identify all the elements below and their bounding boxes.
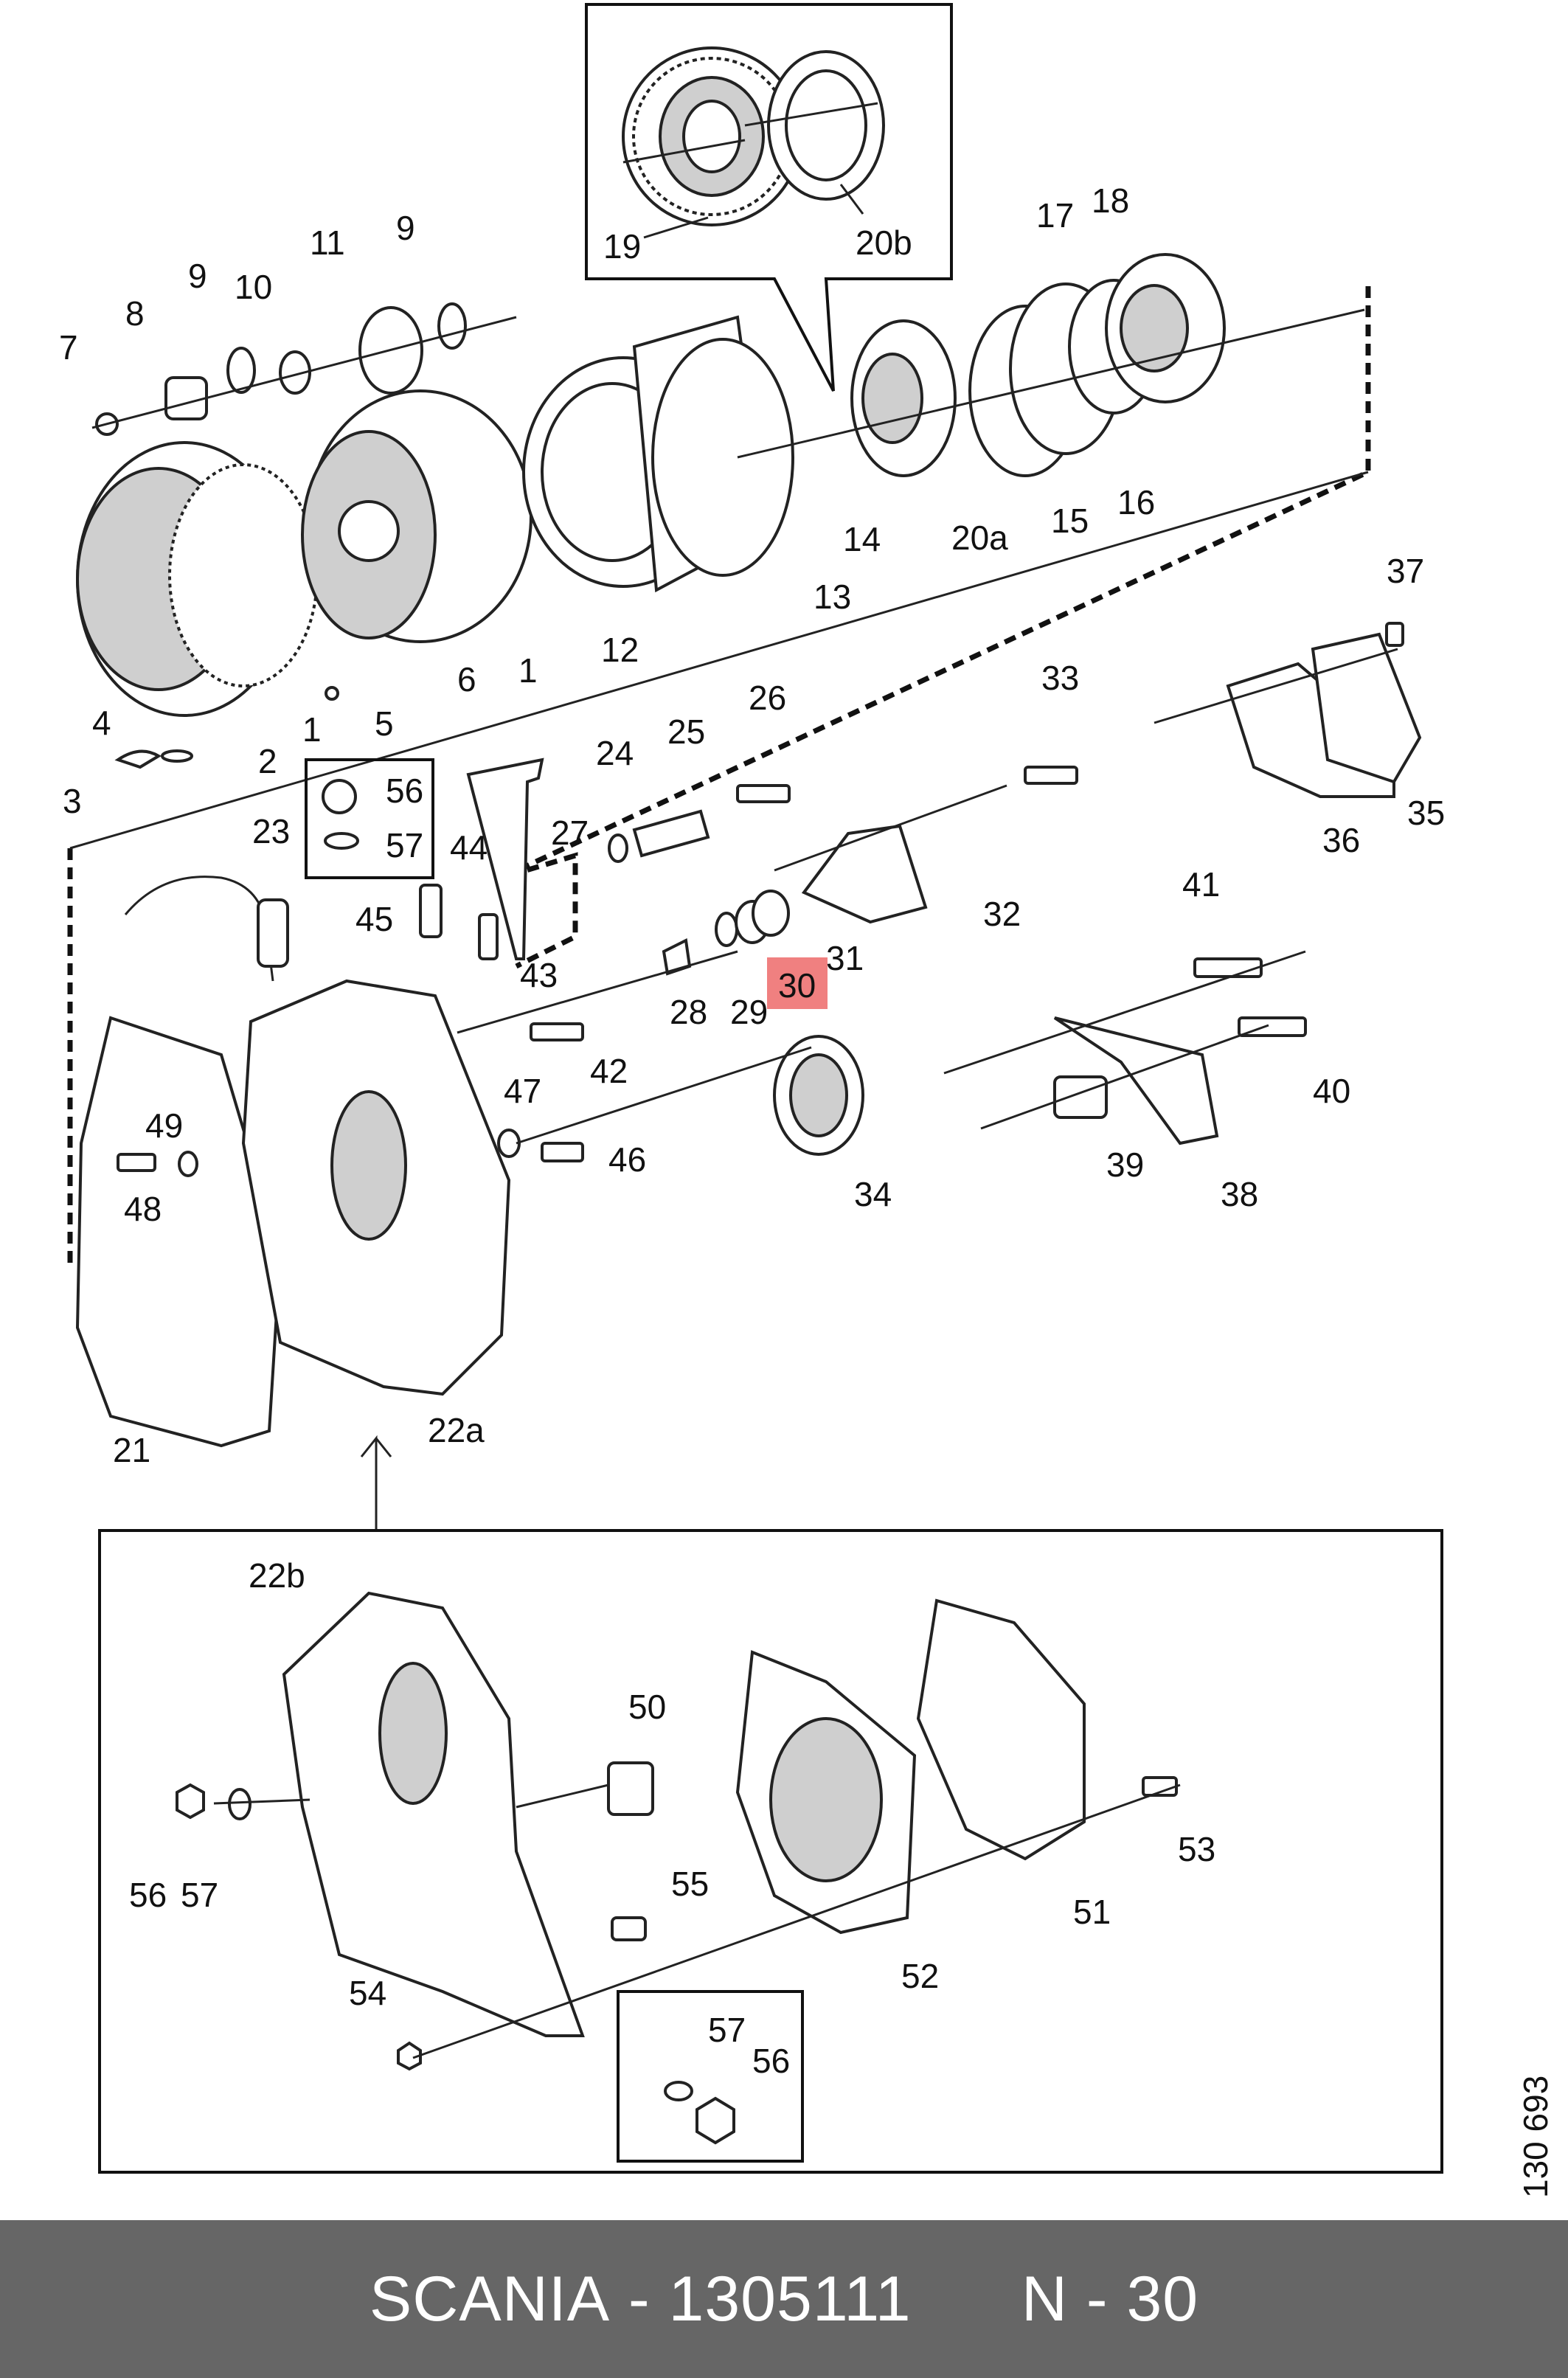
label-8: 8 — [125, 294, 145, 333]
label-11: 11 — [310, 223, 345, 262]
ring-20b-icon — [767, 50, 885, 201]
highlight-30 — [767, 957, 828, 1009]
label-25: 25 — [667, 713, 705, 751]
label-35: 35 — [1407, 794, 1445, 832]
label-38: 38 — [1221, 1175, 1258, 1213]
footer-brand: SCANIA — [369, 2263, 611, 2334]
label-6: 6 — [457, 660, 476, 699]
label-49: 49 — [145, 1106, 183, 1145]
label-1a: 1 — [518, 651, 538, 690]
label-15: 15 — [1051, 502, 1089, 540]
part-labels: 1 1 2 3 4 5 6 7 8 9 9 10 11 12 13 14 15 … — [59, 181, 1555, 2198]
label-56c: 56 — [752, 2042, 790, 2080]
label-30: 30 — [778, 966, 816, 1005]
dashed-bracket — [67, 286, 1371, 1269]
label-41: 41 — [1182, 865, 1220, 904]
label-51: 51 — [1073, 1893, 1111, 1931]
label-19: 19 — [603, 227, 641, 266]
label-9a: 9 — [188, 257, 207, 295]
footer-part-number: 1305111 — [668, 2263, 912, 2334]
label-43: 43 — [520, 956, 558, 994]
label-57a: 57 — [386, 826, 423, 864]
label-27: 27 — [551, 814, 589, 852]
label-29: 29 — [730, 993, 768, 1031]
label-54: 54 — [349, 1974, 386, 2012]
label-20b: 20b — [856, 223, 912, 262]
label-4: 4 — [92, 704, 111, 742]
label-21: 21 — [113, 1431, 150, 1469]
footer-bar: SCANIA - 1305111 N - 30 — [0, 2220, 1568, 2378]
side-code: 130 693 — [1516, 2076, 1555, 2198]
label-33: 33 — [1041, 659, 1079, 697]
label-10: 10 — [235, 268, 272, 306]
label-22a: 22a — [428, 1411, 485, 1449]
label-28: 28 — [670, 993, 707, 1031]
housing-22b — [176, 1591, 1181, 2163]
label-13: 13 — [814, 578, 851, 616]
label-3: 3 — [63, 782, 82, 820]
label-44: 44 — [450, 828, 488, 867]
label-26: 26 — [749, 679, 786, 717]
footer-position: N - 30 — [1021, 2263, 1199, 2334]
label-56a: 56 — [386, 772, 423, 810]
label-34: 34 — [854, 1175, 892, 1213]
label-50: 50 — [628, 1688, 666, 1726]
inset-box-top — [585, 3, 953, 392]
label-17: 17 — [1036, 196, 1074, 235]
label-45: 45 — [355, 900, 393, 938]
label-36: 36 — [1322, 821, 1360, 859]
label-52: 52 — [901, 1957, 939, 1995]
label-39: 39 — [1106, 1145, 1144, 1184]
label-18: 18 — [1092, 181, 1129, 220]
footer-gap — [912, 2263, 1021, 2336]
label-46: 46 — [608, 1140, 646, 1179]
label-22b: 22b — [249, 1556, 305, 1595]
label-55: 55 — [671, 1865, 709, 1903]
gear-19-icon — [622, 46, 802, 226]
label-48: 48 — [124, 1190, 162, 1228]
label-23: 23 — [252, 812, 290, 850]
label-57c: 57 — [708, 2011, 746, 2049]
label-16: 16 — [1117, 483, 1155, 521]
planet-assembly — [76, 253, 1365, 769]
label-7: 7 — [59, 328, 78, 367]
label-20a: 20a — [951, 519, 1008, 557]
parts-diagram: 1 1 2 3 4 5 6 7 8 9 9 10 11 12 13 14 15 … — [59, 3, 1555, 2198]
footer-separator: - — [610, 2263, 669, 2334]
label-40: 40 — [1313, 1072, 1350, 1110]
label-12: 12 — [601, 631, 639, 669]
label-2: 2 — [258, 742, 277, 780]
cover-parts — [117, 622, 1422, 1177]
inset-box-bottom — [98, 1529, 1443, 2174]
label-1b: 1 — [302, 710, 322, 749]
label-47: 47 — [504, 1072, 541, 1110]
label-53: 53 — [1178, 1830, 1215, 1868]
label-57b: 57 — [181, 1876, 218, 1914]
label-32: 32 — [983, 895, 1021, 933]
label-5: 5 — [375, 704, 394, 743]
label-31: 31 — [826, 939, 864, 977]
label-42: 42 — [590, 1052, 628, 1090]
housing-22a — [75, 758, 544, 1448]
arrow-up-icon — [360, 1435, 392, 1531]
label-56b: 56 — [129, 1876, 167, 1914]
label-14: 14 — [843, 520, 881, 558]
label-24: 24 — [596, 734, 634, 772]
label-9b: 9 — [396, 209, 415, 247]
label-37: 37 — [1387, 552, 1424, 590]
